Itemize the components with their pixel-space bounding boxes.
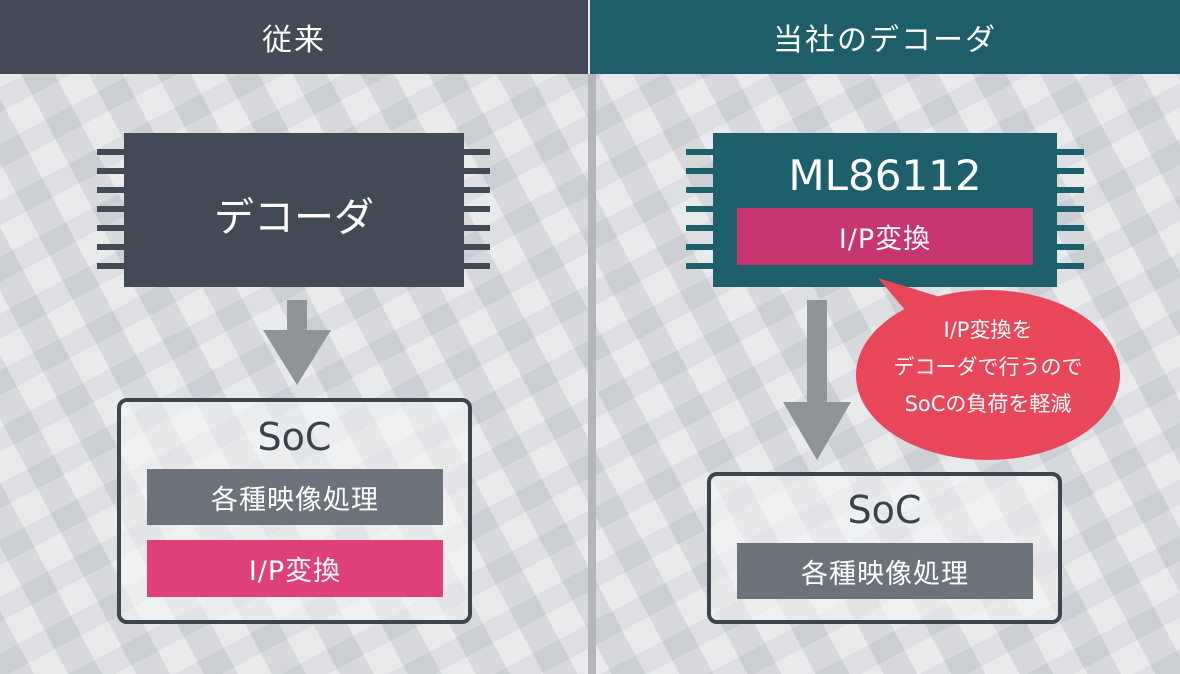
- chip-ip-conversion-block: I/P変換: [737, 208, 1033, 265]
- chip-pin: [463, 263, 490, 269]
- chip-pin: [97, 206, 124, 212]
- chip-pin: [1057, 206, 1084, 212]
- chip-pin: [463, 225, 490, 231]
- chip-pin: [97, 168, 124, 174]
- chip-pin: [686, 225, 713, 231]
- chip-pin: [1057, 263, 1084, 269]
- chip-pin: [1057, 225, 1084, 231]
- chip-pin: [1057, 244, 1084, 250]
- chip-pin: [1057, 168, 1084, 174]
- chip-pin: [686, 187, 713, 193]
- chip-pin: [97, 244, 124, 250]
- chip-pin: [97, 225, 124, 231]
- chip-pin: [97, 187, 124, 193]
- chip-pin: [97, 263, 124, 269]
- chip-pin: [463, 206, 490, 212]
- video-processing-block: 各種映像処理: [737, 543, 1033, 599]
- callout-text: I/P変換を デコーダで行うので SoCの負荷を軽減: [856, 312, 1120, 423]
- left-soc-box: SoC 各種映像処理 I/P変換: [117, 398, 472, 624]
- chip-pin: [463, 244, 490, 250]
- callout-line: デコーダで行うので: [893, 355, 1083, 379]
- chip-pin: [463, 187, 490, 193]
- header-conventional: 従来: [0, 0, 588, 74]
- video-processing-block: 各種映像処理: [147, 469, 443, 525]
- header-our-decoder: 当社のデコーダ: [590, 0, 1180, 74]
- soc-ip-conversion-block: I/P変換: [147, 540, 443, 597]
- soc-label: SoC: [847, 488, 922, 532]
- callout-line: I/P変換を: [943, 318, 1033, 342]
- chip-pin: [463, 149, 490, 155]
- decoder-label: デコーダ: [214, 195, 374, 241]
- right-down-arrow: [783, 300, 851, 460]
- chip-model-label: ML86112: [788, 151, 982, 200]
- soc-label: SoC: [257, 415, 332, 459]
- callout-bubble: [856, 278, 1120, 460]
- right-soc-box: SoC 各種映像処理: [707, 472, 1062, 624]
- chip-pin: [686, 206, 713, 212]
- chip-pin: [686, 263, 713, 269]
- ml86112-chip: ML86112 I/P変換: [713, 133, 1057, 287]
- chip-pin: [463, 168, 490, 174]
- conventional-decoder-chip: デコーダ: [124, 133, 464, 287]
- column-divider: [588, 74, 596, 674]
- chip-pin: [686, 149, 713, 155]
- left-down-arrow: [263, 300, 331, 385]
- chip-pin: [686, 168, 713, 174]
- callout-line: SoCの負荷を軽減: [904, 392, 1072, 416]
- chip-pin: [686, 244, 713, 250]
- chip-pin: [97, 149, 124, 155]
- chip-pin: [1057, 187, 1084, 193]
- chip-pin: [1057, 149, 1084, 155]
